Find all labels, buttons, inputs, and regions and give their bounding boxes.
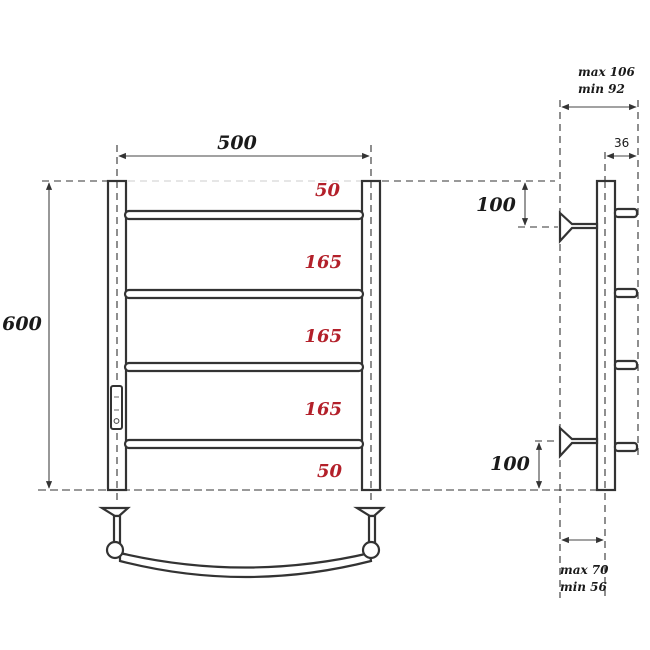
- switch-housing: [110, 385, 123, 430]
- side-vertical-post: [595, 179, 617, 492]
- depth-max-label: max 106: [578, 65, 636, 79]
- depth-min-label: min 92: [578, 82, 625, 96]
- width-dimension-label: 500: [217, 132, 257, 154]
- rail-depth-label: 36: [614, 136, 629, 150]
- spacing-label-4: 165: [304, 399, 342, 420]
- spacing-label-bottom: 50: [317, 461, 343, 482]
- side-view: max 106 min 92 36 100 100 max 70 min 56: [476, 65, 639, 600]
- height-dimension-label: 600: [2, 313, 42, 335]
- rail-4: [123, 438, 365, 450]
- rail-stub-1: [613, 207, 639, 219]
- left-vertical-post: [106, 179, 128, 492]
- spacing-label-top: 50: [315, 180, 341, 201]
- front-view: 500 600 50 165 165 165 50: [2, 132, 600, 500]
- wall-offset-min-label: min 56: [560, 580, 608, 594]
- right-joint: [361, 540, 381, 560]
- right-vertical-post: [360, 179, 382, 492]
- top-wall-bracket: [558, 210, 599, 244]
- top-bracket-offset-label: 100: [476, 194, 516, 216]
- top-view: [98, 506, 386, 579]
- right-wall-flange: [353, 506, 386, 518]
- rail-stub-4: [613, 441, 639, 453]
- rail-1: [123, 209, 365, 221]
- rail-stub-2: [613, 287, 639, 299]
- left-wall-flange: [98, 506, 131, 518]
- bottom-bracket-offset-label: 100: [490, 453, 530, 475]
- switch-indicator-icon: [113, 418, 120, 424]
- spacing-label-2: 165: [304, 252, 342, 273]
- bottom-wall-bracket: [558, 425, 599, 459]
- left-joint: [105, 540, 125, 560]
- wall-offset-max-label: max 70: [560, 563, 609, 577]
- power-switch: [110, 385, 123, 430]
- rail-stub-3: [613, 359, 639, 371]
- rail-2: [123, 288, 365, 300]
- curved-rail-top-view: [118, 551, 373, 579]
- spacing-label-3: 165: [304, 326, 342, 347]
- rail-3: [123, 361, 365, 373]
